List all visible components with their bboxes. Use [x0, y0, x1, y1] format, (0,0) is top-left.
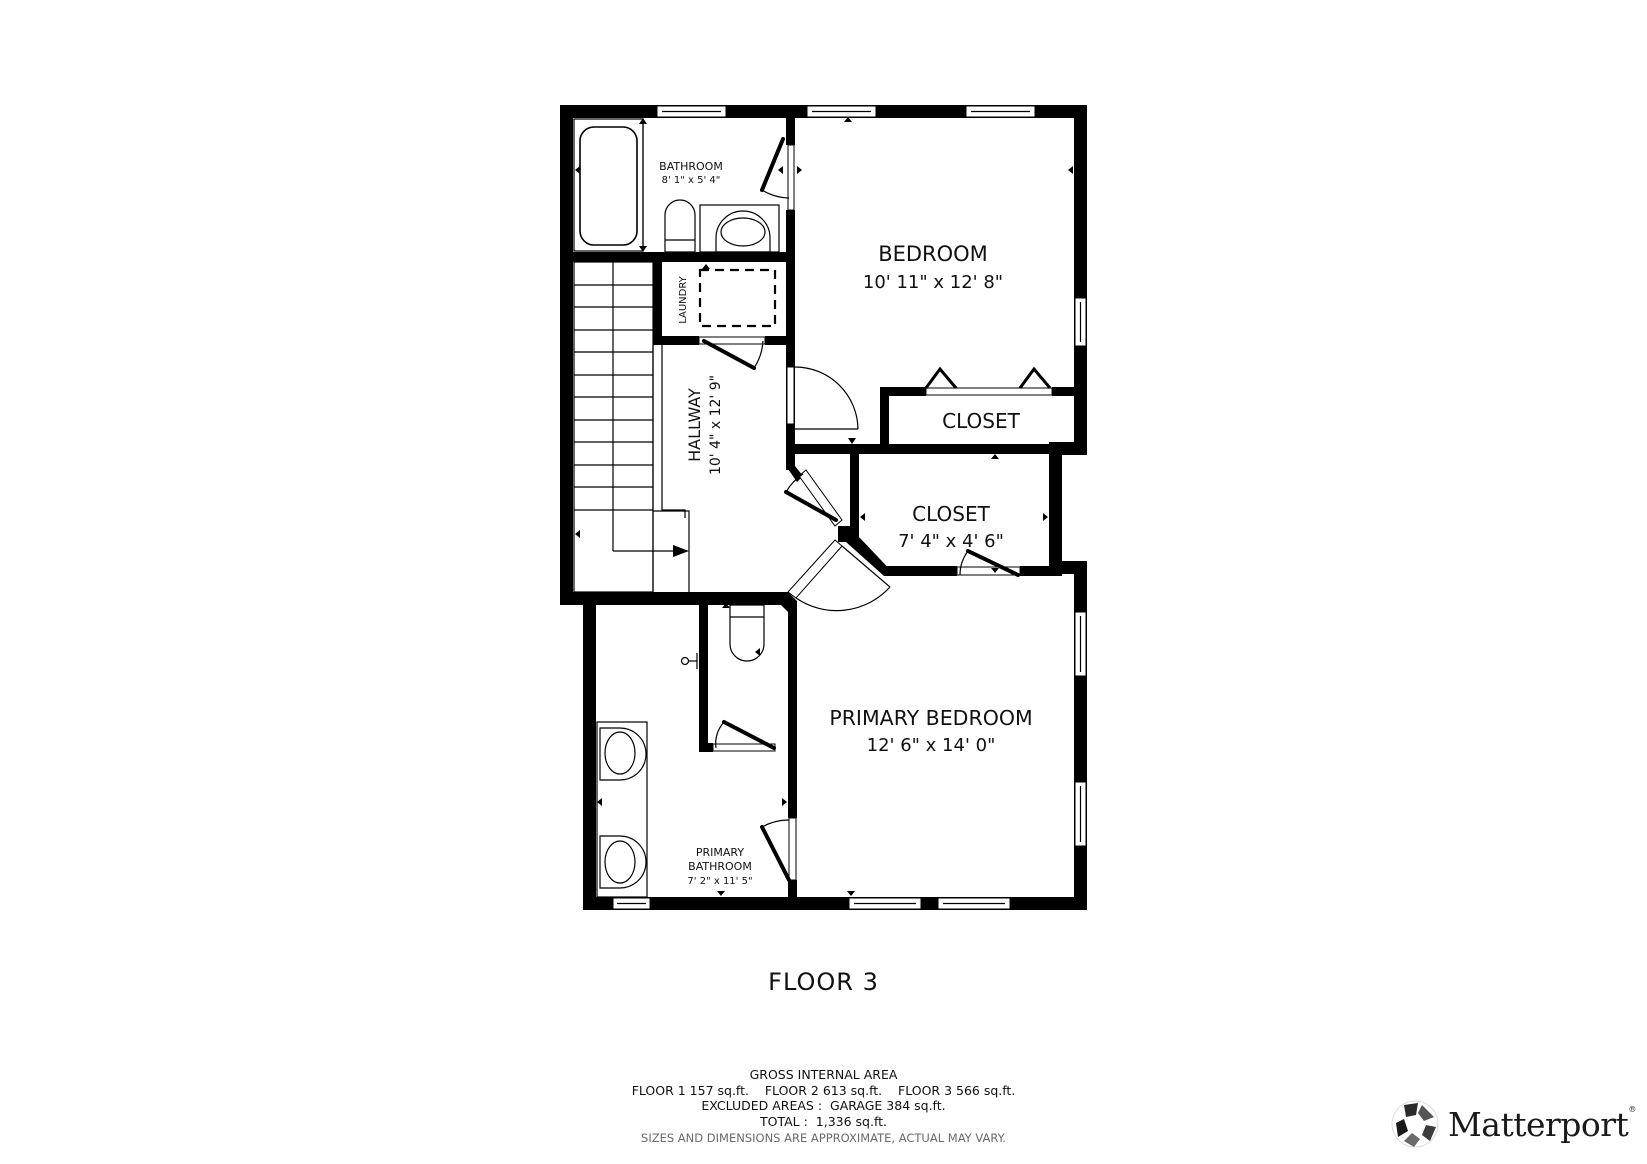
- fixtures: [573, 118, 780, 898]
- area-disclaimer: SIZES AND DIMENSIONS ARE APPROXIMATE, AC…: [641, 1131, 1006, 1145]
- room-dim-bedroom: 10' 11" x 12' 8": [863, 272, 1003, 293]
- room-label-primary-bedroom: PRIMARY BEDROOM: [829, 706, 1032, 730]
- room-label-bedroom: BEDROOM: [878, 242, 988, 266]
- room-dim-bathroom: 8' 1" x 5' 4": [662, 175, 721, 186]
- room-label-bathroom: BATHROOM: [659, 160, 723, 173]
- room-dim-primary-bedroom: 12' 6" x 14' 0": [867, 735, 996, 756]
- area-floors: FLOOR 1 157 sq.ft. FLOOR 2 613 sq.ft. FL…: [631, 1082, 1016, 1098]
- room-label-hallway: HALLWAY: [685, 388, 704, 462]
- area-title: GROSS INTERNAL AREA: [749, 1067, 898, 1082]
- windows: [612, 105, 1087, 910]
- room-labels: BATHROOM 8' 1" x 5' 4" BEDROOM 10' 11" x…: [659, 160, 1033, 887]
- matterport-logo: Matterport®: [1390, 1096, 1636, 1152]
- room-label-primary-bathroom: PRIMARY: [696, 846, 744, 859]
- dimension-markers: [575, 117, 1073, 896]
- room-label-laundry: LAUNDRY: [678, 275, 689, 323]
- floor-label: FLOOR 3: [768, 968, 879, 996]
- area-total: TOTAL : 1,336 sq.ft.: [759, 1113, 888, 1129]
- brand-name: Matterport®: [1448, 1104, 1636, 1144]
- doors: [698, 137, 1053, 882]
- stair-treads: [574, 284, 653, 511]
- room-label-closet-1: CLOSET: [942, 409, 1020, 433]
- area-excluded: EXCLUDED AREAS : GARAGE 384 sq.ft.: [701, 1098, 946, 1113]
- room-label-primary-bathroom-line2: BATHROOM: [688, 860, 752, 873]
- matterport-logo-icon: [1391, 1100, 1439, 1148]
- room-label-closet-2: CLOSET: [912, 502, 990, 526]
- room-dim-closet-2: 7' 4" x 4' 6": [898, 531, 1004, 552]
- room-dim-primary-bathroom: 7' 2" x 11' 5": [687, 876, 752, 887]
- room-dim-hallway: 10' 4" x 12' 9": [708, 375, 724, 475]
- area-summary: GROSS INTERNAL AREA FLOOR 1 157 sq.ft. F…: [0, 1067, 1647, 1147]
